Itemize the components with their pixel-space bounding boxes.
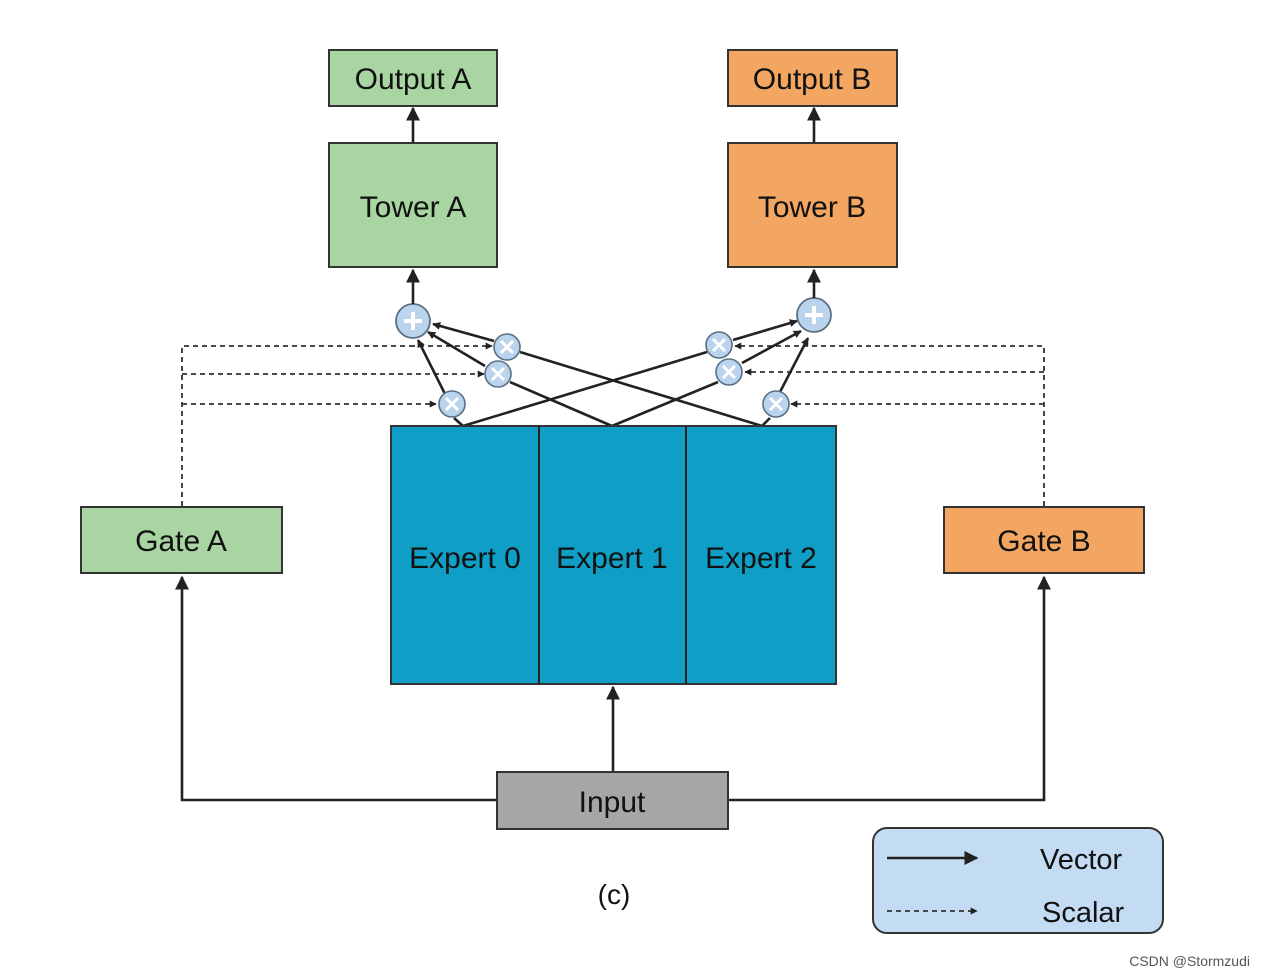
multiply-operators [438,331,790,418]
expert-1-label: Expert 1 [556,542,668,575]
legend: Vector Scalar [872,827,1164,934]
expert-0-label: Expert 0 [409,542,521,575]
times-circle-icon [705,331,733,359]
mult-to-sum-a-lines [416,322,495,395]
output-b-label: Output B [753,63,871,96]
gate-b-box: Gate B [943,506,1145,574]
gate-a-box: Gate A [80,506,283,574]
tower-connections [406,106,821,304]
scalar-lines-gate-b [734,342,1045,506]
experts-block: Expert 0 Expert 1 Expert 2 [390,425,837,685]
tower-b-box: Tower B [727,142,898,268]
input-box: Input [496,771,729,830]
source-credit: CSDN @Stormzudi [1129,953,1250,969]
expert0-to-mult-b0 [462,350,708,428]
mult-to-sum-b-lines [732,319,810,393]
sum-operator-b [796,297,832,333]
mult-a1-to-sum-a [427,330,486,368]
tower-b-label: Tower B [758,191,866,224]
mult-a0-to-sum-a [416,339,447,395]
output-a-label: Output A [355,63,472,96]
expert0-to-mult-a0 [453,417,464,427]
expert-2-label: Expert 2 [705,542,817,575]
times-circle-icon [715,358,743,386]
tower-a-label: Tower A [360,191,467,224]
times-circle-icon [484,360,512,388]
mult-b2-to-sum-b [778,337,810,393]
expert2-to-mult-a2 [519,350,763,428]
figure-caption: (c) [598,879,631,910]
legend-scalar-label: Scalar [1042,897,1125,929]
expert-vector-lines [453,350,771,428]
tower-a-box: Tower A [328,142,498,268]
times-circle-icon [438,390,466,418]
input-to-gate-b [728,575,1051,802]
output-a-box: Output A [328,49,498,107]
gate-b-label: Gate B [997,525,1090,558]
mult-a2-to-sum-a [432,322,495,343]
expert1-to-mult-a1 [509,380,613,428]
gate-a-scalar-line [181,345,410,506]
input-connections [175,575,1051,802]
times-circle-icon [493,333,521,361]
input-to-gate-a [175,575,497,802]
expert1-to-mult-b1 [611,380,719,428]
times-circle-icon [762,390,790,418]
expert2-to-mult-b2 [761,417,771,427]
mult-b0-to-sum-b [732,319,798,342]
mult-b1-to-sum-b [741,329,802,365]
input-label: Input [579,786,646,819]
legend-vector-label: Vector [1040,844,1123,876]
sum-operator-a [395,303,431,339]
output-b-box: Output B [727,49,898,107]
gate-a-label: Gate A [135,525,227,558]
